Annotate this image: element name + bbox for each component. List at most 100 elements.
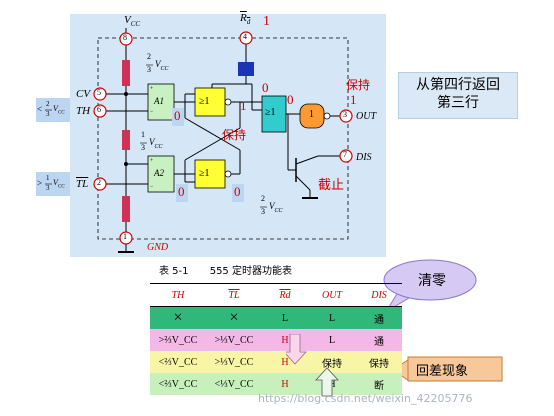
pin-2-label: 2 — [97, 178, 101, 187]
header-th: TH — [150, 283, 206, 307]
red-out-1: 1 — [350, 92, 357, 107]
table-title: 表 5-1 555 定时器功能表 — [159, 262, 310, 277]
comparator-a1-label: A1 — [154, 96, 164, 106]
down-arrow-icon — [286, 334, 307, 365]
th-label: TH — [76, 105, 91, 117]
table-row: × × L L 通 — [150, 306, 402, 329]
frac-bot-num: 2 — [261, 194, 265, 203]
cell-rd: H — [281, 356, 289, 368]
frac-top-vcc: VCC — [155, 59, 169, 72]
th-cond-vcc: VCC — [53, 104, 65, 116]
cell-dis: 保持 — [369, 358, 389, 370]
hold-label-out: 保持 — [346, 78, 371, 92]
tl-cond-prefix: > — [37, 178, 43, 188]
pin-8-label: 8 — [123, 33, 127, 42]
frac-bot-vcc: VCC — [269, 201, 283, 214]
nor-gate-top — [194, 87, 226, 117]
red-top-0: 0 — [262, 80, 269, 95]
and-gate — [261, 95, 287, 133]
table-header-row: TH TL Rd OUT DIS — [150, 283, 402, 307]
cell-rd: H — [281, 334, 289, 346]
cell-th: <⅔V_CC — [158, 356, 198, 368]
pin-3 — [339, 109, 353, 123]
th-cond-den: 3 — [46, 110, 50, 118]
header-rd: Rd — [262, 283, 308, 307]
out-label: OUT — [356, 111, 377, 122]
table-row: <⅔V_CC >⅓V_CC H 保持 保持 — [150, 351, 402, 373]
tl-condition-box — [36, 172, 70, 196]
transition-arrows — [286, 334, 339, 397]
dis-label: DIS — [356, 152, 372, 163]
comparator-a2 — [147, 155, 175, 193]
hysteresis-callout-shape — [391, 356, 503, 382]
frac-mid-vcc: VCC — [149, 137, 163, 150]
nor-bottom-label: ≥1 — [199, 168, 210, 179]
watermark: https://blog.csdn.net/weixin_42205776 — [258, 392, 473, 405]
cv-label: CV — [76, 88, 91, 100]
and-gate-label: ≥1 — [265, 107, 276, 118]
tl-label: TL — [76, 178, 89, 190]
vcc-label: VCC — [124, 14, 141, 29]
nor-gate-bottom — [194, 159, 226, 189]
cell-out: L — [328, 312, 336, 324]
svg-text:−: − — [150, 109, 154, 115]
th-cond-num: 2 — [46, 100, 50, 108]
buffer-label: 1 — [309, 109, 314, 120]
gnd-label: GND — [147, 242, 169, 253]
svg-text:+: + — [150, 86, 154, 92]
table-row: >⅔V_CC >⅓V_CC H L 通 — [150, 329, 402, 351]
cell-th: × — [173, 309, 183, 326]
table-caption: 555 定时器功能表 — [209, 266, 292, 277]
clear-callout-shape — [383, 259, 477, 313]
pin-1-label: 1 — [123, 232, 127, 241]
cell-tl: <⅓V_CC — [214, 378, 254, 390]
pin-7-label: 7 — [343, 150, 347, 159]
cell-rd: L — [281, 312, 289, 324]
inverter-block — [238, 62, 254, 76]
header-tl: TL — [206, 283, 262, 307]
comparator-a1 — [147, 83, 175, 121]
rd-value: 1 — [263, 14, 270, 29]
svg-text:+: + — [150, 158, 154, 164]
cell-dis: 断 — [374, 380, 384, 392]
frac-mid-num: 1 — [141, 130, 145, 139]
red-bot-0a: 0 — [178, 184, 185, 199]
th-cond-prefix: < — [37, 104, 43, 114]
pin-5 — [93, 87, 107, 101]
return-note-callout: 从第四行返回 第三行 — [398, 72, 518, 119]
cell-th: >⅔V_CC — [158, 334, 198, 346]
pin-4 — [239, 31, 253, 45]
rd-label: Rd — [240, 12, 251, 27]
hold-label-mid: 保持 — [222, 128, 247, 142]
red-and-0: 0 — [287, 92, 294, 107]
pin-8 — [119, 32, 133, 46]
comparator-a2-label: A2 — [154, 168, 164, 178]
tl-cond-num: 1 — [46, 174, 50, 182]
frac-top-num: 2 — [147, 52, 151, 61]
resistor-mid — [122, 130, 130, 150]
resistor-bottom — [122, 196, 130, 222]
frac-mid-den: 3 — [141, 143, 145, 152]
pin-2 — [93, 177, 107, 191]
header-out: OUT — [308, 283, 356, 307]
resistor-top — [122, 60, 130, 86]
frac-bot-den: 3 — [261, 207, 265, 216]
cutoff-label: 截止 — [318, 178, 345, 193]
cell-dis: 通 — [374, 336, 384, 348]
red-bot-0b: 0 — [234, 184, 241, 199]
pin-1 — [119, 231, 133, 245]
nor-top-label: ≥1 — [199, 96, 210, 107]
cell-rd: H — [281, 378, 289, 390]
pin-7 — [339, 149, 353, 163]
red-left-0: 0 — [174, 108, 181, 123]
th-condition-box — [36, 98, 70, 122]
cell-th: <⅔V_CC — [158, 378, 198, 390]
cell-tl: >⅓V_CC — [214, 356, 254, 368]
cell-out: L — [328, 334, 336, 346]
tl-cond-den: 3 — [46, 184, 50, 192]
up-arrow-icon — [315, 367, 339, 397]
svg-text:−: − — [150, 184, 154, 190]
clear-callout-text: 清零 — [418, 273, 446, 289]
table-row: <⅔V_CC <⅓V_CC H H 断 — [150, 373, 402, 395]
cell-dis: 通 — [374, 314, 384, 326]
